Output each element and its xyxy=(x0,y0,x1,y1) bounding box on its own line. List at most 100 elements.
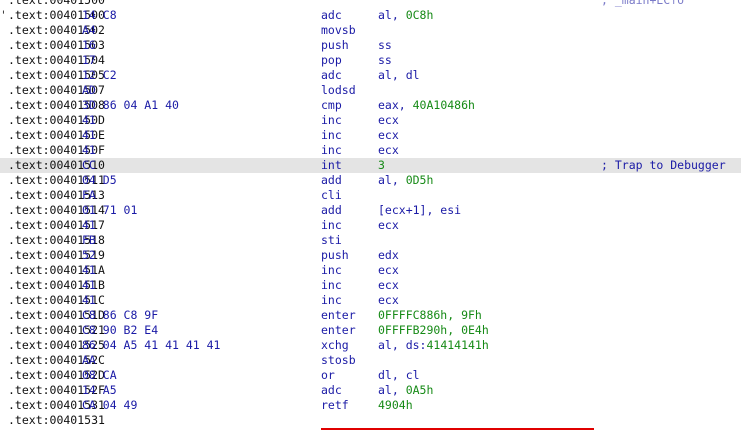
opcode-bytes: 08 CA xyxy=(82,368,117,382)
instruction-mnemonic: cmp xyxy=(321,98,342,112)
operand-immediate: 0FFFFC886h, 9Fh xyxy=(378,308,482,322)
operand-text: ecx xyxy=(378,293,399,307)
gutter-marker xyxy=(0,293,8,308)
operand-text: al, ds: xyxy=(378,338,427,352)
opcode-bytes: CA 04 49 xyxy=(82,398,138,412)
code-line[interactable]: .text:00401500 ; _main+EC↑o xyxy=(0,0,741,8)
operand-immediate: 0D5h xyxy=(405,173,434,187)
instruction-mnemonic: push xyxy=(321,248,349,262)
line-address: .text:00401521 xyxy=(8,323,105,337)
line-address: .text:00401500 xyxy=(8,0,105,7)
operand-text: ss xyxy=(378,53,392,67)
gutter-marker xyxy=(0,83,8,98)
line-address: .text:0040152C xyxy=(8,353,105,367)
operand-text: ecx xyxy=(378,218,399,232)
opcode-bytes: 17 xyxy=(82,53,96,67)
opcode-bytes: FA xyxy=(82,188,96,202)
operand-text: edx xyxy=(378,248,399,262)
line-address: .text:00401513 xyxy=(8,188,105,202)
instruction-mnemonic: enter xyxy=(321,308,356,322)
instruction-mnemonic: stosb xyxy=(321,353,356,367)
instruction-mnemonic: sti xyxy=(321,233,342,247)
gutter-marker xyxy=(0,128,8,143)
instruction-operands: 3 xyxy=(378,158,385,173)
operand-text: ecx xyxy=(378,278,399,292)
opcode-bytes: 04 D5 xyxy=(82,173,117,187)
line-address: .text:00401518 xyxy=(8,233,105,247)
gutter-marker xyxy=(0,0,8,8)
operand-text: ecx xyxy=(378,113,399,127)
opcode-bytes: 41 xyxy=(82,263,96,277)
line-comment: ; Trap to Debugger xyxy=(601,158,726,172)
instruction-mnemonic: inc xyxy=(321,128,342,142)
instruction-operands: al, ds:41414141h xyxy=(378,338,489,353)
instruction-mnemonic: adc xyxy=(321,383,342,397)
instruction-operands: 0FFFFB290h, 0E4h xyxy=(378,323,489,338)
line-address: .text:0040150E xyxy=(8,128,105,142)
instruction-operands: ecx xyxy=(378,128,399,143)
operand-text: al, xyxy=(378,383,406,397)
instruction-mnemonic: inc xyxy=(321,218,342,232)
line-address: .text:00401514 xyxy=(8,203,105,217)
instruction-mnemonic: add xyxy=(321,173,342,187)
gutter-marker: ' xyxy=(0,8,7,22)
line-address: .text:00401508 xyxy=(8,98,105,112)
instruction-mnemonic: int xyxy=(321,158,342,172)
line-address: .text:00401531 xyxy=(8,398,105,412)
gutter-marker xyxy=(0,398,8,413)
instruction-operands: al, 0A5h xyxy=(378,383,433,398)
instruction-operands: edx xyxy=(378,248,399,263)
instruction-operands: 4904h xyxy=(378,398,413,413)
opcode-bytes: 41 xyxy=(82,293,96,307)
instruction-operands: ecx xyxy=(378,113,399,128)
instruction-mnemonic: or xyxy=(321,368,335,382)
opcode-bytes: 41 xyxy=(82,218,96,232)
instruction-operands: al, 0C8h xyxy=(378,8,433,23)
opcode-bytes: 41 xyxy=(82,278,96,292)
instruction-operands: [ecx+1], esi xyxy=(378,203,461,218)
code-line[interactable]: .text:00401531 xyxy=(0,413,741,428)
instruction-operands: al, dl xyxy=(378,68,420,83)
instruction-mnemonic: inc xyxy=(321,263,342,277)
operand-text: al, dl xyxy=(378,68,420,82)
operand-immediate: 4904h xyxy=(378,398,413,412)
line-comment: ; _main+EC↑o xyxy=(601,0,685,7)
opcode-bytes: 14 A5 xyxy=(82,383,117,397)
instruction-mnemonic: lodsd xyxy=(321,83,356,97)
opcode-bytes: 52 xyxy=(82,248,96,262)
operand-immediate: 40A10486h xyxy=(412,98,475,112)
opcode-bytes: 14 C8 xyxy=(82,8,117,22)
instruction-mnemonic: enter xyxy=(321,323,356,337)
operand-text: ecx xyxy=(378,143,399,157)
line-address: .text:00401525 xyxy=(8,338,105,352)
line-address: .text:0040150F xyxy=(8,143,105,157)
